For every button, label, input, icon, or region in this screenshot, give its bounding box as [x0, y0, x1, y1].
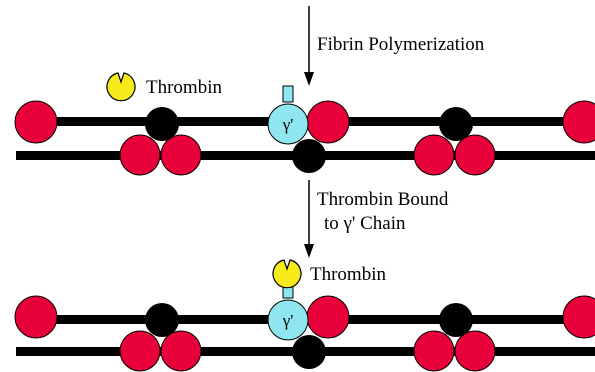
down-arrow-icon [304, 244, 314, 258]
label-thrombin-bound-line1: Thrombin Bound [317, 189, 449, 210]
d-domain-red [160, 330, 202, 372]
e-domain-black [292, 139, 326, 173]
arrow-fibrin-polymerization [304, 6, 314, 86]
gamma-prime-circle-icon [267, 85, 309, 145]
arrow-thrombin-bound [304, 180, 314, 258]
fibrin-assembly-top: γ' [14, 85, 595, 176]
label-thrombin-bound-line2: to γ' Chain [324, 213, 406, 234]
label-gamma-prime-bottom: γ' [282, 311, 294, 330]
fibrin-assembly-bottom: γ' [14, 259, 595, 372]
d-domain-red [119, 330, 161, 372]
thrombin-pacman-icon [106, 72, 136, 102]
e-domain-black [439, 303, 473, 337]
d-domain-red [14, 100, 58, 144]
d-domain-red [306, 295, 350, 339]
label-thrombin-free: Thrombin [146, 77, 222, 98]
gamma-prime-circle-icon [267, 279, 309, 341]
d-domain-red [14, 295, 58, 339]
e-domain-black [145, 303, 179, 337]
d-domain-red [306, 100, 350, 144]
d-domain-red [562, 100, 595, 144]
d-domain-red [413, 134, 455, 176]
e-domain-black [292, 335, 326, 369]
d-domain-red [119, 134, 161, 176]
label-fibrin-polymerization: Fibrin Polymerization [317, 34, 485, 55]
label-thrombin-bound: Thrombin [310, 264, 386, 285]
e-domain-black [145, 107, 179, 141]
d-domain-red [454, 330, 496, 372]
thrombin-pacman-icon [272, 259, 302, 289]
d-domain-red [454, 134, 496, 176]
d-domain-red [562, 295, 595, 339]
down-arrow-icon [304, 72, 314, 86]
d-domain-red [413, 330, 455, 372]
d-domain-red [160, 134, 202, 176]
e-domain-black [439, 107, 473, 141]
label-gamma-prime-top: γ' [282, 115, 294, 134]
